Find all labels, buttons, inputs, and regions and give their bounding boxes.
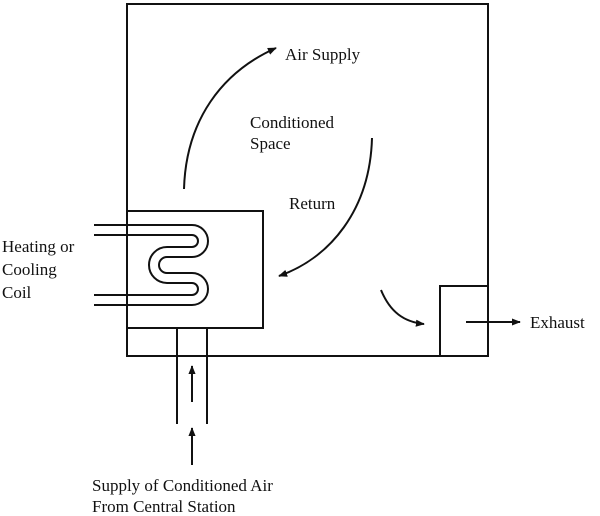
- coil-label-line2: Cooling: [2, 260, 57, 279]
- return-label: Return: [289, 194, 336, 213]
- conditioned-space-outline: [126, 3, 489, 357]
- conditioned-space-label-line2: Space: [250, 134, 291, 153]
- supply-duct: [176, 328, 208, 424]
- coil-label-line3: Coil: [2, 283, 32, 302]
- conditioned-space-label-line1: Conditioned: [250, 113, 335, 132]
- supply-label-line2: From Central Station: [92, 497, 236, 516]
- return-arrow-icon: [278, 137, 373, 277]
- air-supply-label: Air Supply: [285, 45, 361, 64]
- exhaust-label: Exhaust: [530, 313, 585, 332]
- air-handler-box: [126, 210, 264, 329]
- coil-label-line1: Heating or: [2, 237, 75, 256]
- exhaust-inflow-arrow-icon: [380, 289, 425, 327]
- coil-icon: [94, 224, 209, 306]
- air-supply-arrow-icon: [183, 47, 277, 190]
- supply-label-line1: Supply of Conditioned Air: [92, 476, 273, 495]
